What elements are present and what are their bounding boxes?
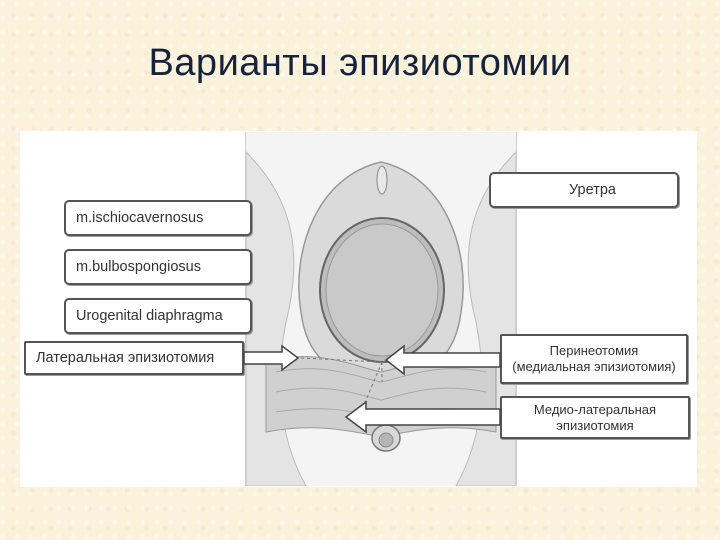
label-urethra: Уретра <box>489 172 679 208</box>
lateral-arrow <box>243 344 300 372</box>
label-urethra-text: Уретра <box>569 182 616 198</box>
label-lateral-episiotomy: Латеральная эпизиотомия <box>24 341 244 375</box>
label-perineotomy: Перинеотомия (медиальная эпизиотомия) <box>500 334 688 384</box>
label-mediolateral-episiotomy: Медио-латеральная эпизиотомия <box>500 396 690 439</box>
mediolateral-arrow <box>344 400 501 434</box>
slide-title: Варианты эпизиотомии <box>148 42 572 84</box>
label-mediolateral-line1: Медио-латеральная <box>533 401 657 417</box>
perineum-illustration <box>245 132 517 487</box>
label-ischiocavernosus: m.ischiocavernosus <box>64 200 252 236</box>
label-urogenital-diaphragma: Urogenital diaphragma <box>64 298 252 334</box>
label-bulbospongiosus: m.bulbospongiosus <box>64 249 252 285</box>
perineotomy-arrow <box>384 344 501 376</box>
anatomy-drawing <box>245 150 517 487</box>
label-perineotomy-line2: (медиальная эпизиотомия) <box>512 359 676 374</box>
label-mediolateral-line2: эпизиотомия <box>556 417 634 433</box>
label-perineotomy-line1: Перинеотомия <box>549 343 639 359</box>
